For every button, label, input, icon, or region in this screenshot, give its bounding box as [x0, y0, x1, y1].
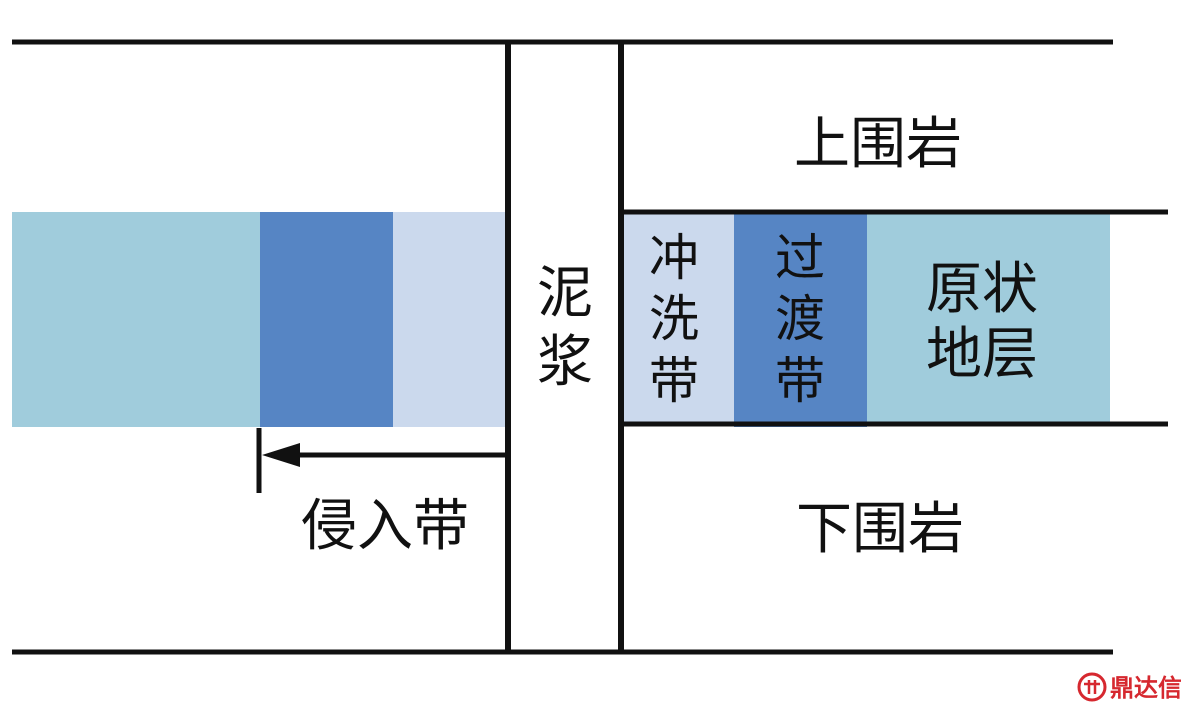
left-virgin-formation-band — [12, 212, 260, 427]
right-flushed-zone-band — [622, 212, 734, 424]
transition-zone-label-1: 过 — [775, 229, 825, 287]
right-transition-zone-band — [734, 212, 867, 427]
invasion-arrow-head — [262, 443, 300, 467]
upper-rock-label: 上围岩 — [794, 112, 962, 177]
watermark-logo-icon — [1077, 672, 1107, 702]
left-flushed-zone-band — [393, 212, 505, 427]
transition-zone-label-3: 带 — [775, 352, 825, 410]
lower-rock-label: 下围岩 — [796, 497, 964, 562]
watermark-text: 鼎达信 — [1110, 674, 1181, 702]
virgin-formation-label-line2: 地层 — [926, 322, 1038, 387]
invaded-zone-label: 侵入带 — [301, 494, 469, 559]
virgin-formation-label-line1: 原状 — [926, 257, 1038, 322]
watermark-logo-mark — [1084, 680, 1100, 694]
flushed-zone-label-1: 冲 — [649, 229, 699, 287]
mud-label-line2: 浆 — [537, 330, 593, 395]
right-virgin-formation-band — [867, 212, 1110, 424]
watermark: 鼎达信 — [1077, 672, 1181, 702]
mud-label-line1: 泥 — [537, 261, 593, 326]
left-transition-zone-band — [260, 212, 393, 427]
transition-zone-label-2: 渡 — [775, 290, 825, 348]
flushed-zone-label-3: 带 — [649, 352, 699, 410]
flushed-zone-label-2: 洗 — [649, 290, 699, 348]
